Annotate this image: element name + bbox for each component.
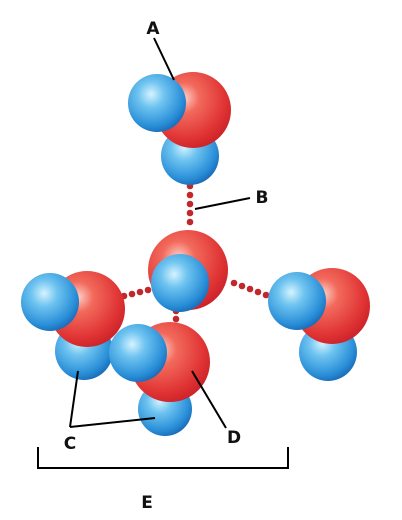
hydrogen-atom [128,74,186,132]
label-a: A [146,19,160,39]
water-molecule-top [128,72,231,185]
hydrogen-atom [268,272,326,330]
hydrogen-bond-top [186,182,194,226]
bracket-e [37,447,289,469]
hydrogen-atom [151,254,209,312]
leader-line-c-right [69,417,156,428]
hydrogen-bond-left [120,286,152,300]
leader-line-a [153,37,175,81]
label-c: C [64,434,76,454]
water-molecule-bottom [109,322,210,436]
hydrogen-atom [109,324,167,382]
label-d: D [227,428,241,448]
leader-line-c-left [69,370,79,428]
leader-line-b [194,197,251,210]
hydrogen-atom [21,273,79,331]
leader-lines [69,37,251,429]
water-molecule-left [21,271,125,380]
water-molecule-center [148,230,228,312]
label-b: B [256,188,269,208]
label-e: E [141,493,153,513]
hydrogen-bond-right [230,279,270,299]
water-molecule-right [268,268,370,381]
leader-line-d [191,370,227,429]
